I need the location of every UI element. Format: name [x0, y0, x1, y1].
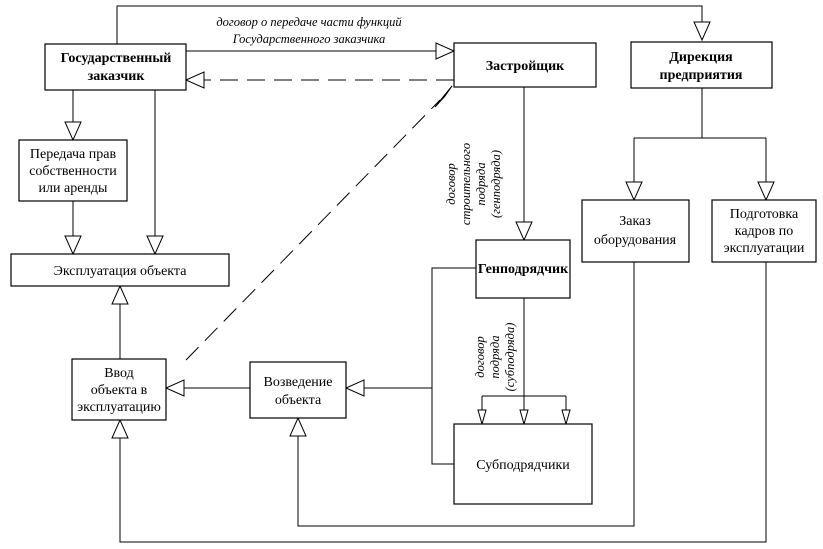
node-subcontractors: Субподрядчики: [453, 423, 593, 505]
arrowhead-up-commissioning: [111, 418, 129, 439]
staff-training-line-3: эксплуатации: [724, 241, 805, 256]
arrowhead-right-developer: [435, 42, 456, 60]
directorate-line-1: Дирекция: [669, 50, 733, 65]
commissioning-line-2: объекта в: [91, 383, 148, 398]
subcontract-line-1: договор: [473, 336, 487, 377]
arrowhead-up-construction: [289, 416, 307, 437]
connector-gencontractor-bracket: [431, 267, 476, 465]
construction-contract-line-4: (генподряда): [489, 150, 503, 218]
node-commissioning: Ввод объекта в эксплуатацию: [71, 358, 167, 421]
construction-line-2: объекта: [275, 393, 322, 408]
rights-transfer-line-2: собственности: [29, 164, 117, 179]
developer-label: Застройщик: [486, 59, 565, 74]
construction-contract-line-2: строительного: [459, 143, 473, 225]
commissioning-line-1: Ввод: [104, 366, 134, 381]
equipment-order-line-2: оборудования: [594, 233, 677, 248]
gov-customer-line-2: заказчик: [88, 69, 146, 84]
rights-transfer-line-1: Передача прав: [30, 147, 117, 162]
delegation-contract-line-2: Государственного заказчика: [232, 32, 386, 46]
connector-equipment-to-construction: [297, 262, 635, 527]
label-construction-contract: договор строительного подряда (генподряд…: [444, 143, 503, 225]
connector-gov-to-directorate: [116, 5, 703, 44]
subcontract-line-3: (субподряда): [503, 323, 517, 392]
label-delegation-contract: договор о передаче части функций Государ…: [216, 15, 402, 46]
connectors: [72, 5, 767, 543]
gov-customer-line-1: Государственный: [61, 51, 172, 66]
commissioning-line-3: эксплуатацию: [77, 400, 161, 415]
arrowhead-down-sub-center: [519, 409, 529, 426]
subcontract-line-2: подряда: [488, 335, 502, 378]
rights-transfer-line-3: или аренды: [39, 181, 109, 196]
node-gov-customer: Государственный заказчик: [44, 43, 187, 91]
staff-training-line-1: Подготовка: [730, 207, 799, 222]
arrowhead-down-operation-right: [146, 235, 164, 256]
directorate-line-2: предприятия: [660, 68, 743, 83]
node-equipment-order: Заказ оборудования: [581, 199, 690, 263]
label-subcontract: договор подряда (субподряда): [473, 323, 517, 392]
arrowhead-down-equipment: [625, 181, 643, 202]
equipment-order-line-1: Заказ: [619, 214, 651, 229]
subcontractors-label: Субподрядчики: [476, 458, 570, 473]
arrowhead-left-gov: [184, 71, 205, 89]
node-staff-training: Подготовка кадров по эксплуатации: [711, 199, 817, 263]
node-rights-transfer: Передача прав собственности или аренды: [18, 139, 128, 202]
node-developer: Застройщик: [453, 42, 597, 88]
construction-contract-line-1: договор: [444, 163, 458, 204]
arrowhead-left-commissioning: [164, 379, 185, 397]
connector-training-to-commissioning: [119, 262, 767, 543]
connector-commissioning-to-developer-dashed: [185, 99, 441, 361]
general-contractor-label: Генподрядчик: [478, 262, 569, 277]
arrowheads: [64, 21, 775, 439]
delegation-contract-line-1: договор о передаче части функций: [216, 15, 402, 29]
arrowhead-down-sub-right: [561, 409, 571, 426]
operation-label: Эксплуатация объекта: [54, 264, 188, 279]
arrowhead-down-training: [757, 181, 775, 202]
node-general-contractor: Генподрядчик: [475, 239, 571, 299]
arrowhead-down-rights: [64, 121, 82, 142]
construction-line-1: Возведение: [264, 375, 333, 390]
node-directorate: Дирекция предприятия: [630, 41, 773, 89]
arrowhead-down-operation-left: [64, 235, 82, 256]
arrowhead-down-directorate: [693, 21, 711, 42]
node-operation: Эксплуатация объекта: [10, 253, 230, 287]
arrowhead-left-construction: [344, 379, 365, 397]
arrowhead-up-operation: [111, 284, 129, 305]
construction-contract-line-3: подряда: [474, 162, 488, 205]
arrowhead-diagonal-developer: [434, 85, 453, 108]
staff-training-line-2: кадров по: [735, 224, 794, 239]
arrowhead-down-sub-left: [477, 409, 487, 426]
arrowhead-down-gencontractor: [515, 221, 533, 242]
node-construction: Возведение объекта: [249, 361, 347, 419]
